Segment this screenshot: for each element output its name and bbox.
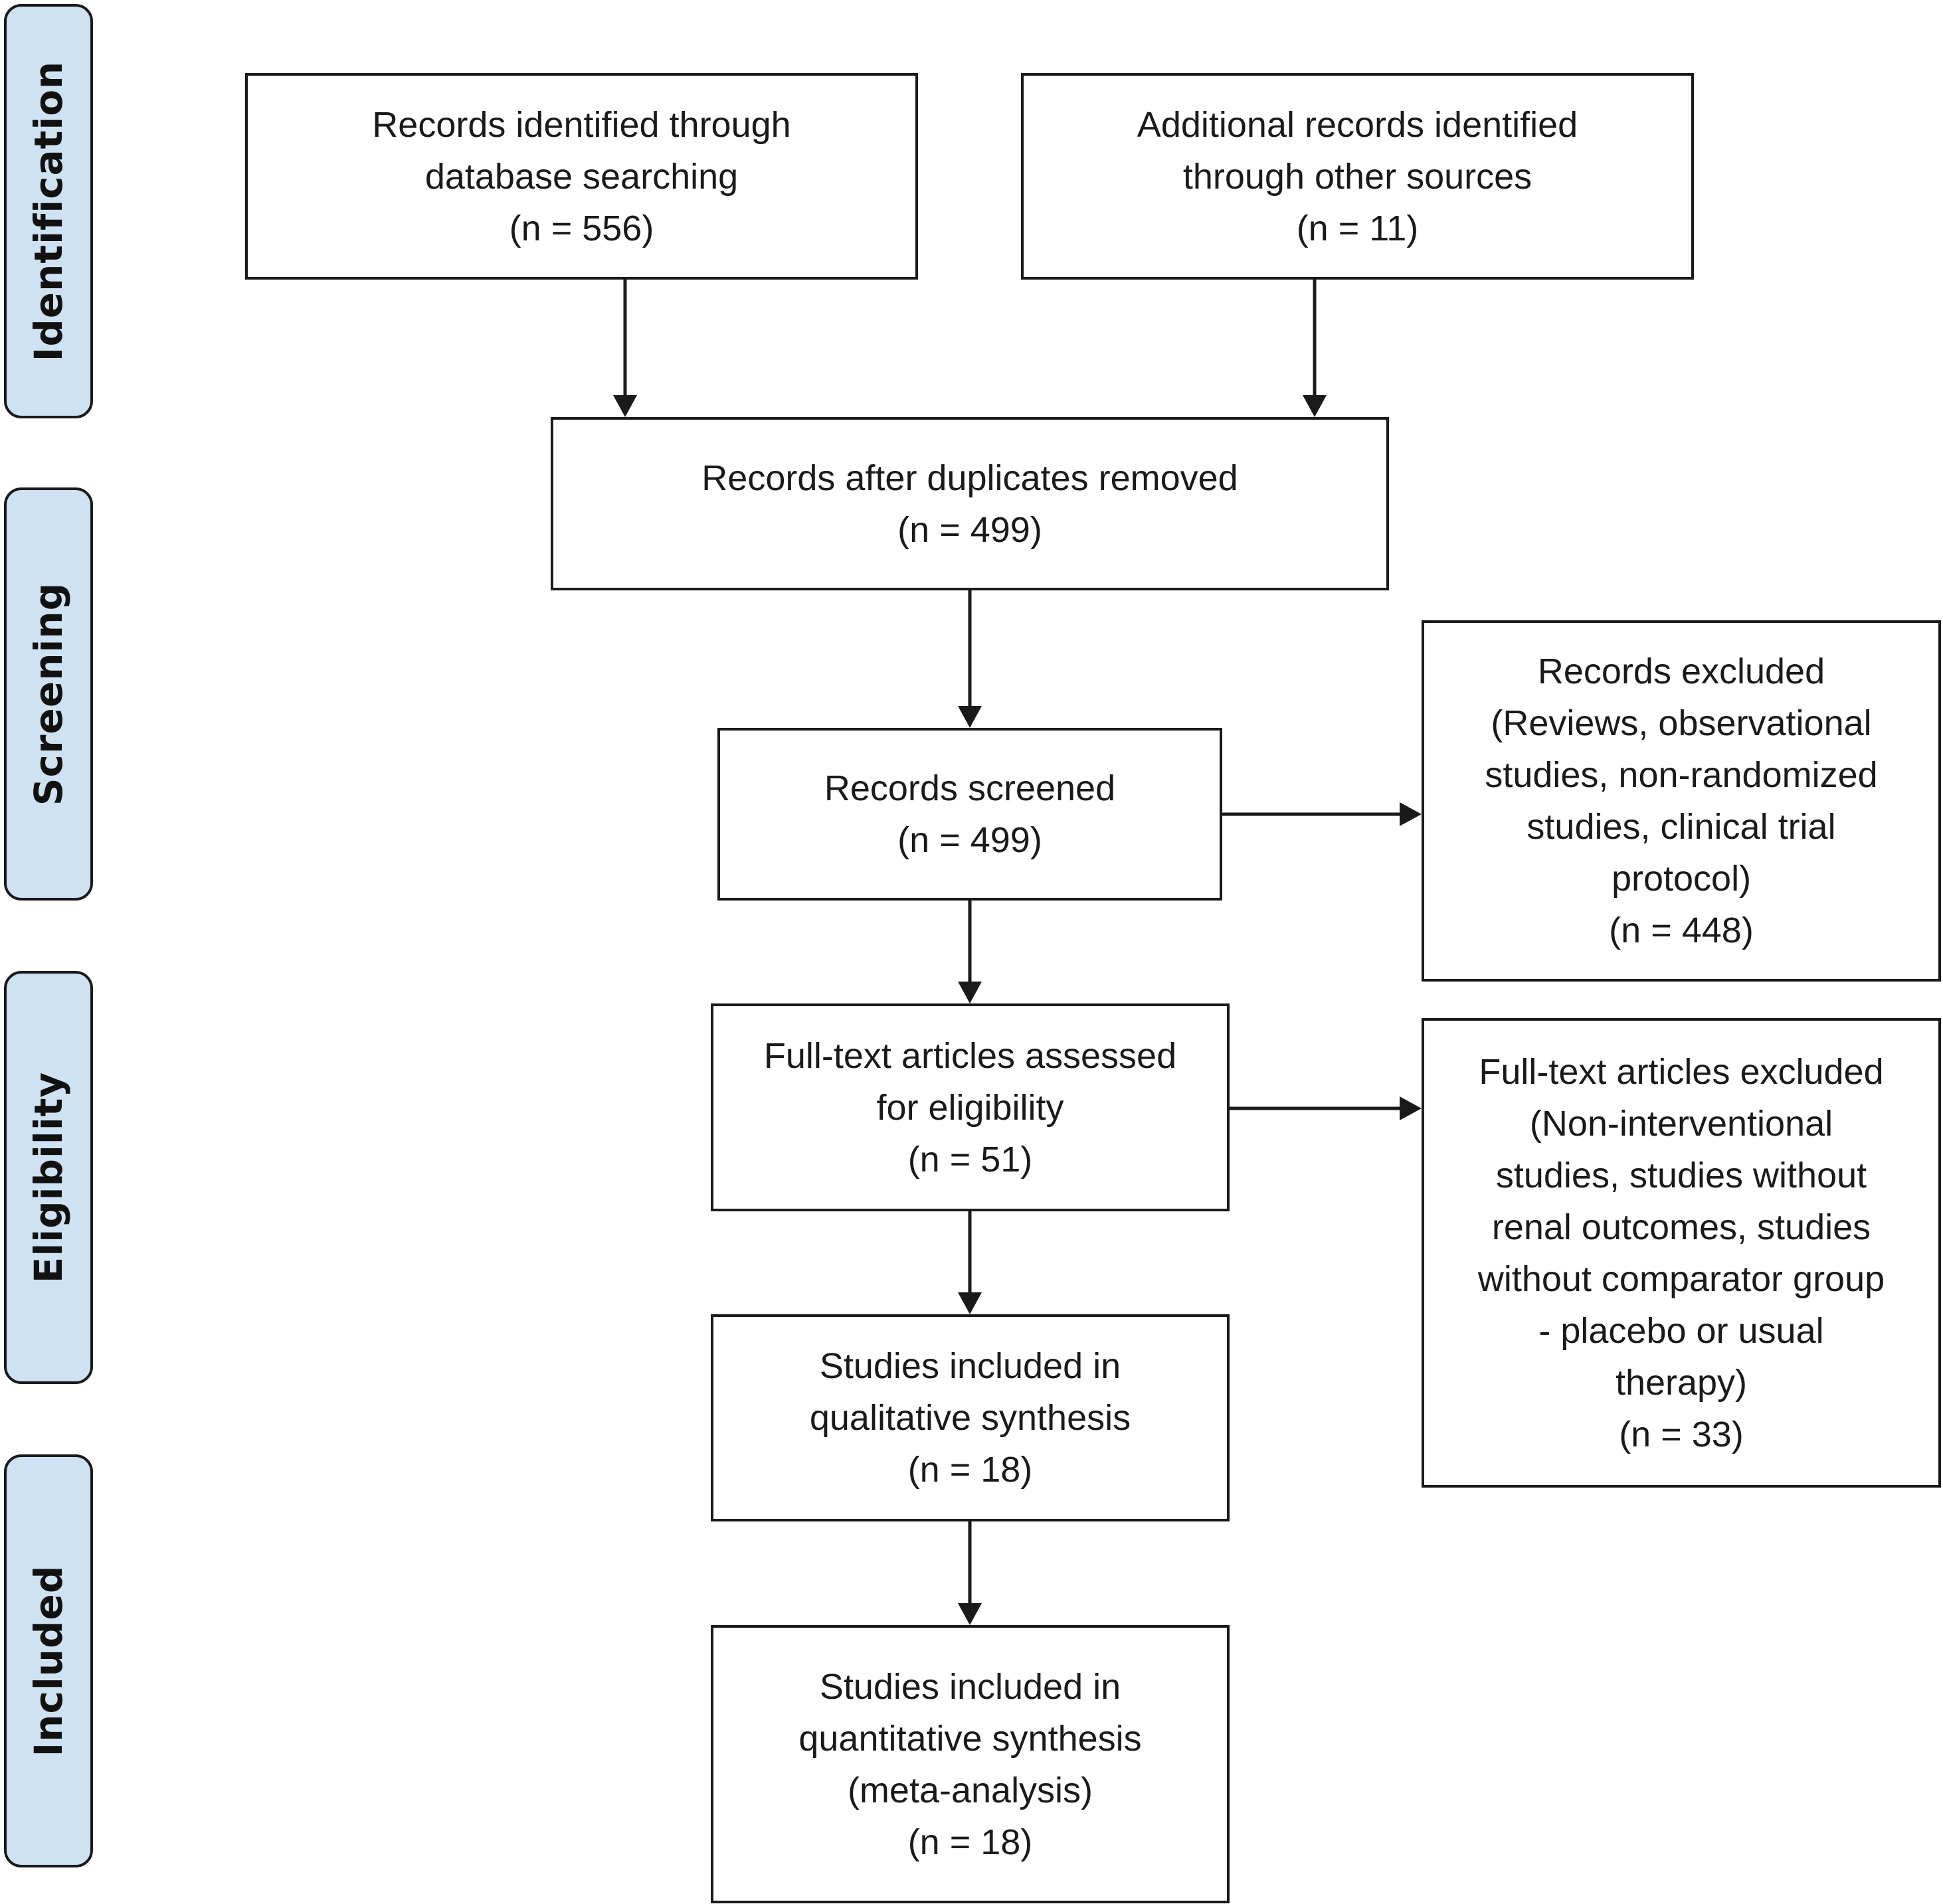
arrowhead-duplicates-to-screened bbox=[958, 706, 982, 728]
box-text-line: (meta-analysis) bbox=[847, 1770, 1093, 1810]
box-text-line: through other sources bbox=[1182, 156, 1532, 197]
box-text-line: Full-text articles excluded bbox=[1479, 1051, 1884, 1092]
box-text-line: Records excluded bbox=[1537, 651, 1825, 691]
box-text-line: database searching bbox=[424, 156, 739, 197]
box-count: (n = 11) bbox=[1296, 208, 1419, 248]
box-count: (n = 499) bbox=[897, 820, 1042, 860]
box-text-line: (Non-interventional bbox=[1529, 1103, 1833, 1144]
arrowhead-database-to-duplicates bbox=[613, 395, 637, 417]
database-records-box: Records identified through database sear… bbox=[245, 73, 918, 280]
box-text-line: therapy) bbox=[1615, 1362, 1748, 1403]
box-count: (n = 499) bbox=[897, 509, 1042, 550]
box-text-line: (Reviews, observational bbox=[1491, 703, 1872, 743]
box-text-line: - placebo or usual bbox=[1538, 1310, 1824, 1351]
other-sources-box: Additional records identified through ot… bbox=[1021, 73, 1694, 280]
box-text-line: Studies included in bbox=[819, 1666, 1121, 1707]
qualitative-synthesis-box: Studies included in qualitative synthesi… bbox=[711, 1314, 1230, 1521]
box-text-line: Full-text articles assessed bbox=[763, 1035, 1177, 1076]
full-text-assessed-box: Full-text articles assessed for eligibil… bbox=[711, 1003, 1230, 1211]
box-text-line: Records after duplicates removed bbox=[701, 458, 1238, 498]
box-text-line: quantitative synthesis bbox=[798, 1718, 1142, 1759]
arrowhead-screened-to-fulltext bbox=[958, 982, 982, 1003]
box-text-line: studies, studies without bbox=[1495, 1155, 1867, 1195]
box-text-line: protocol) bbox=[1611, 859, 1752, 899]
box-count: (n = 33) bbox=[1619, 1414, 1744, 1454]
box-text-line: studies, non-randomized bbox=[1485, 755, 1878, 795]
box-text-line: studies, clinical trial bbox=[1527, 807, 1836, 847]
quantitative-synthesis-box: Studies included in quantitative synthes… bbox=[711, 1625, 1230, 1903]
box-text-line: Studies included in bbox=[819, 1346, 1121, 1386]
stage-eligibility: Eligibility bbox=[4, 971, 93, 1384]
box-count: (n = 51) bbox=[907, 1139, 1033, 1179]
stage-identification: Identification bbox=[4, 4, 93, 418]
arrowhead-screened-to-excluded bbox=[1400, 802, 1422, 826]
full-text-excluded-box: Full-text articles excluded (Non-interve… bbox=[1422, 1018, 1941, 1488]
box-count: (n = 18) bbox=[907, 1822, 1033, 1862]
box-text-line: Records identified through bbox=[372, 104, 791, 145]
box-count: (n = 556) bbox=[509, 208, 654, 248]
arrowhead-fulltext-to-qualitative bbox=[958, 1292, 982, 1314]
duplicates-removed-box: Records after duplicates removed (n = 49… bbox=[551, 417, 1389, 590]
box-count: (n = 18) bbox=[907, 1450, 1033, 1490]
box-text-line: renal outcomes, studies bbox=[1491, 1207, 1871, 1247]
stage-included: Included bbox=[4, 1454, 93, 1867]
box-text-line: qualitative synthesis bbox=[809, 1398, 1131, 1438]
records-excluded-box: Records excluded (Reviews, observational… bbox=[1422, 620, 1941, 982]
box-text-line: without comparator group bbox=[1477, 1258, 1885, 1299]
box-text-line: Additional records identified bbox=[1137, 104, 1578, 145]
box-text-line: for eligibility bbox=[876, 1087, 1064, 1128]
arrowhead-fulltext-to-excluded bbox=[1400, 1096, 1422, 1120]
records-screened-box: Records screened (n = 499) bbox=[717, 728, 1222, 901]
box-count: (n = 448) bbox=[1609, 910, 1754, 950]
box-text-line: Records screened bbox=[824, 768, 1116, 808]
arrowhead-qualitative-to-quantitative bbox=[958, 1603, 982, 1625]
arrowhead-other-to-duplicates bbox=[1303, 395, 1327, 417]
stage-screening: Screening bbox=[4, 487, 93, 901]
